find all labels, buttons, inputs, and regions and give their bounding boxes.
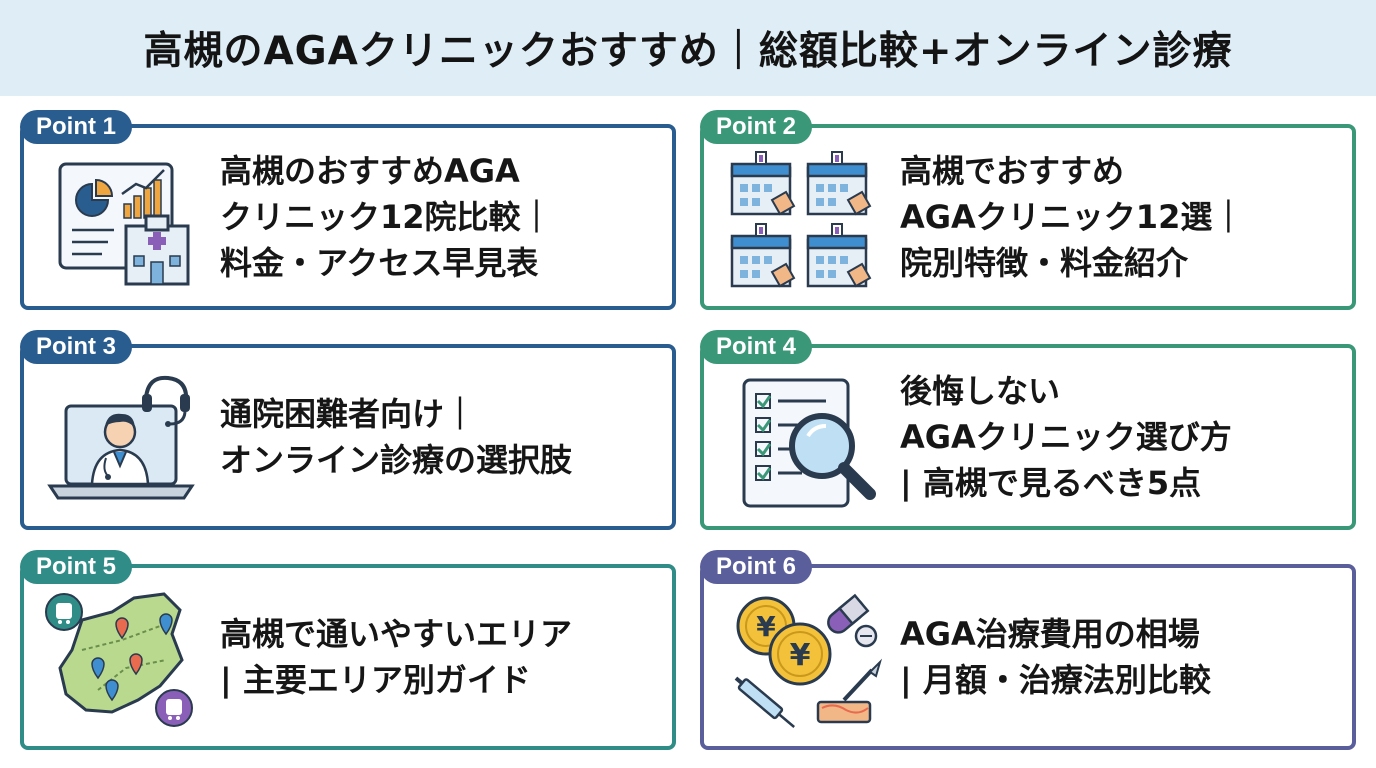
- page-title: 高槻のAGAクリニックおすすめ｜総額比較+オンライン診療: [143, 29, 1233, 74]
- point-line: 院別特徴・料金紹介: [900, 244, 1189, 282]
- point-text: 高槻で通いやすいエリア | 主要エリア別ガイド: [220, 568, 572, 746]
- point-text: AGA治療費用の相場 | 月額・治療法別比較: [900, 568, 1211, 746]
- point-line: オンライン診療の選択肢: [220, 441, 573, 479]
- point-card-5[interactable]: Point 5 高槻で通いやすいエリア | 主要エリア別ガイド: [20, 550, 676, 750]
- yen-medicine-icon: ¥ ¥: [722, 590, 886, 730]
- point-line: 通院困難者向け｜: [220, 395, 477, 433]
- point-line: 高槻のおすすめAGA: [220, 152, 520, 190]
- point-text: 後悔しない AGAクリニック選び方 | 高槻で見るべき5点: [900, 348, 1232, 526]
- point-line: AGAクリニック選び方: [900, 418, 1232, 456]
- point-card-2[interactable]: Point 2: [700, 110, 1356, 310]
- svg-text:¥: ¥: [790, 638, 811, 673]
- chart-hospital-icon: [42, 150, 206, 290]
- point-line: 高槻でおすすめ: [900, 152, 1125, 190]
- title-banner: 高槻のAGAクリニックおすすめ｜総額比較+オンライン診療: [0, 0, 1376, 96]
- point-badge: Point 1: [20, 110, 133, 144]
- point-badge: Point 3: [20, 330, 133, 364]
- point-line: AGA治療費用の相場: [900, 615, 1200, 653]
- point-card-6[interactable]: Point 6 ¥ ¥ AGA治療費用の相場: [700, 550, 1356, 750]
- point-line: クリニック12院比較｜: [220, 198, 553, 236]
- point-card-3[interactable]: Point 3 通院困難者向け｜ オンライン診療の選択肢: [20, 330, 676, 530]
- checklist-magnifier-icon: [722, 370, 886, 510]
- point-card-4[interactable]: Point 4 後悔しない AGAクリニック選び方 | 高槻で見るべき5点: [700, 330, 1356, 530]
- point-line: 料金・アクセス早見表: [220, 244, 539, 282]
- point-line: AGAクリニック12選｜: [900, 198, 1245, 236]
- point-text: 高槻でおすすめ AGAクリニック12選｜ 院別特徴・料金紹介: [900, 128, 1244, 306]
- point-line: 後悔しない: [900, 372, 1061, 410]
- point-badge: Point 2: [700, 110, 813, 144]
- clinics-price-tag-icon: [722, 150, 886, 290]
- point-text: 高槻のおすすめAGA クリニック12院比較｜ 料金・アクセス早見表: [220, 128, 553, 306]
- point-badge: Point 4: [700, 330, 813, 364]
- point-line: 高槻で通いやすいエリア: [220, 615, 573, 653]
- point-card-1[interactable]: Point 1 高槻のおすすめAGA クリニック12院比較｜ 料金・アクセス早見…: [20, 110, 676, 310]
- svg-text:¥: ¥: [756, 610, 776, 643]
- point-badge: Point 6: [700, 550, 813, 584]
- point-line: | 主要エリア別ガイド: [220, 661, 531, 699]
- point-text: 通院困難者向け｜ オンライン診療の選択肢: [220, 348, 572, 526]
- area-map-icon: [42, 590, 206, 730]
- online-doctor-laptop-icon: [42, 370, 206, 510]
- point-badge: Point 5: [20, 550, 133, 584]
- point-line: | 月額・治療法別比較: [900, 661, 1211, 699]
- point-line: | 高槻で見るべき5点: [900, 464, 1202, 502]
